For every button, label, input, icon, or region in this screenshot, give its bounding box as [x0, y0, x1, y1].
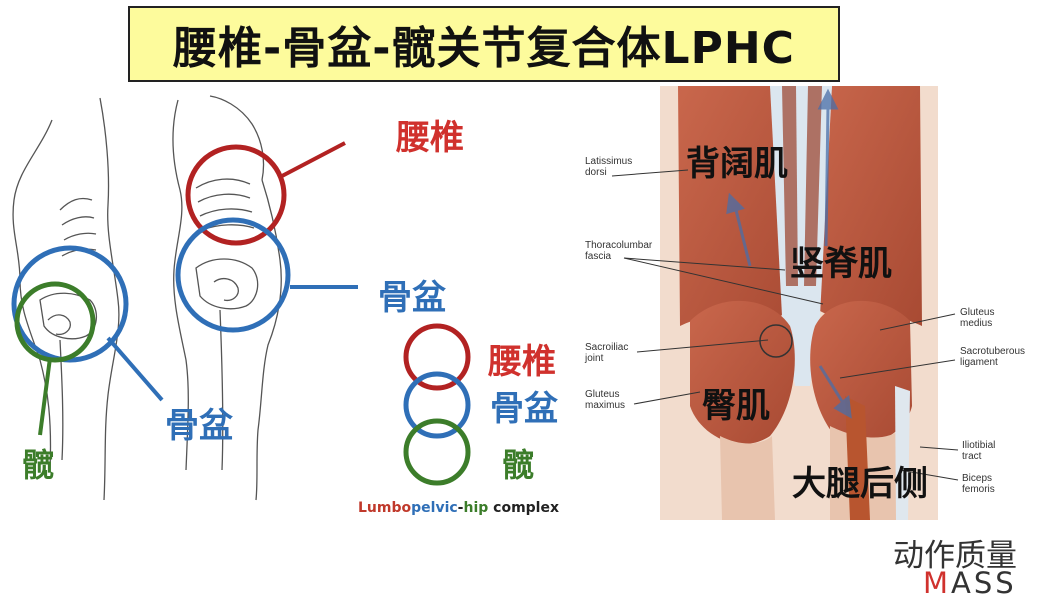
legend-pelvis-label: 骨盆	[490, 389, 558, 429]
caption-dash: -	[457, 500, 464, 516]
middle-lumbar-label: 腰椎	[396, 118, 464, 158]
hamstring-cn-label: 大腿后侧	[792, 464, 928, 504]
right-latissimus-shape	[810, 86, 922, 326]
left-gluteus-shape	[690, 300, 795, 445]
title-banner: 腰椎-骨盆-髋关节复合体LPHC	[128, 6, 840, 82]
caption-complex: complex	[488, 500, 560, 516]
caption-hip: hip	[463, 500, 489, 516]
legend-lumbar-label: 腰椎	[488, 342, 556, 382]
legend-pelvis-circle	[403, 371, 471, 439]
caption-lumbo: Lumbo	[358, 500, 412, 516]
middle-pelvis-label: 骨盆	[378, 278, 446, 318]
left-hip-circle	[14, 281, 96, 363]
middle-pelvis-circle	[175, 217, 291, 333]
lphc-caption: Lumbopelvic-hip complex	[358, 500, 559, 516]
back-muscle-illustration	[660, 86, 938, 520]
left-pelvis-circle	[11, 245, 129, 363]
legend-lumbar-circle	[403, 323, 471, 391]
brand-en-rest: ASS	[951, 566, 1017, 600]
brand-cn-logo: 动作质量	[893, 538, 1017, 574]
gluteus-cn-label: 臀肌	[702, 386, 770, 426]
page-title: 腰椎-骨盆-髋关节复合体LPHC	[173, 23, 795, 74]
middle-lumbar-circle	[185, 144, 287, 246]
brand-en-logo: MASS	[923, 566, 1017, 600]
left-hip-label: 髋	[22, 446, 55, 484]
iliotibial-tract-shape	[895, 386, 910, 520]
legend-hip-label: 髋	[502, 446, 535, 484]
erector-cn-label: 竖脊肌	[790, 244, 892, 284]
left-pelvis-leader	[106, 336, 164, 402]
middle-body-outline	[172, 95, 282, 501]
latissimus-cn-label: 背阔肌	[686, 144, 788, 184]
caption-pelvic: pelvic	[411, 500, 458, 516]
legend-hip-circle	[403, 418, 471, 486]
left-pelvis-label: 骨盆	[165, 406, 233, 446]
left-hip-leader	[38, 357, 52, 436]
brand-en-first-letter: M	[923, 566, 952, 600]
biceps-femoris-shape	[845, 396, 870, 520]
middle-lumbar-leader	[281, 141, 346, 178]
